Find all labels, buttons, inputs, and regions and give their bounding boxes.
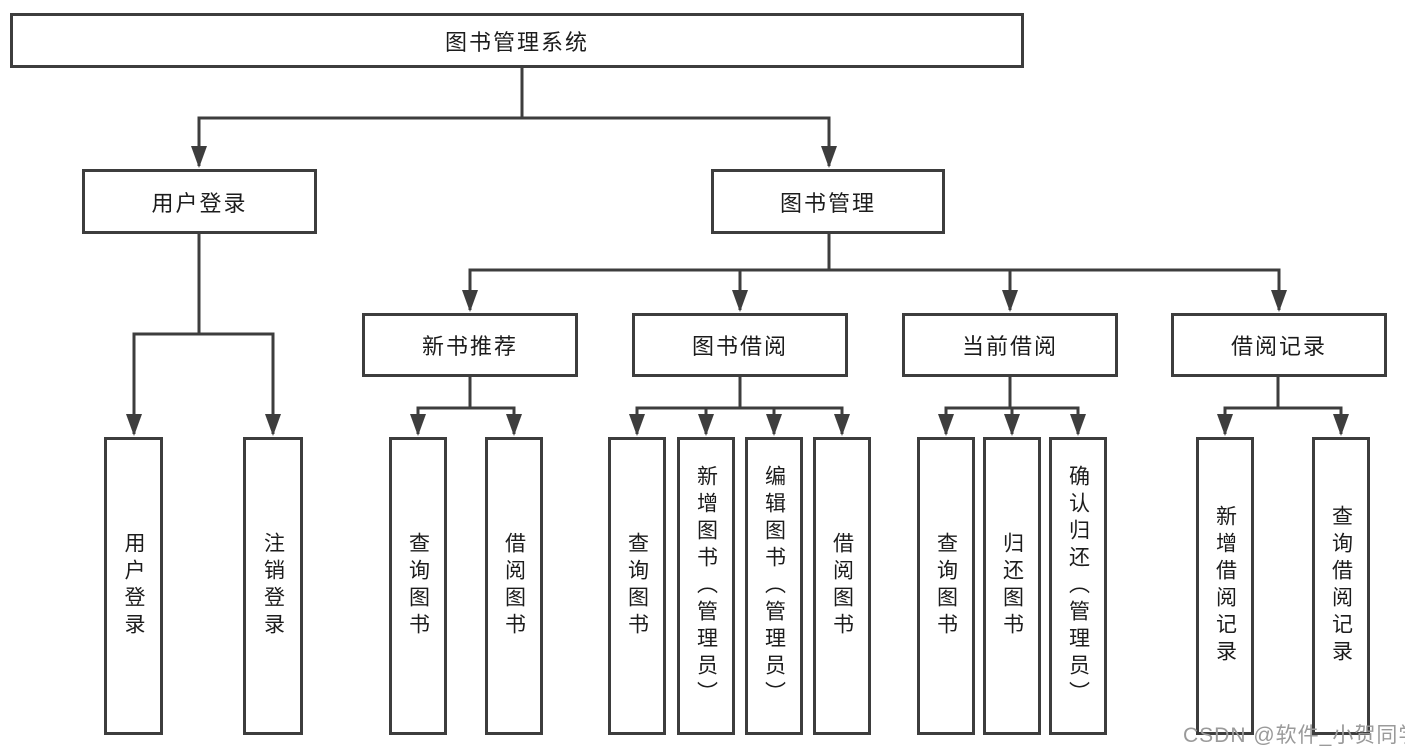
leaf-query-borrow-record: 查询借阅记录: [1312, 437, 1370, 735]
leaf-borrow-books-2: 借阅图书: [813, 437, 871, 735]
leaf-query-books-2: 查询图书: [608, 437, 666, 735]
tree-branch-lines: [132, 66, 1343, 410]
node-label: 注销登录: [261, 532, 285, 640]
node-user-login: 用户登录: [82, 169, 317, 234]
leaf-add-books-admin: 新增图书（管理员）: [677, 437, 735, 735]
leaf-confirm-return-admin: 确认归还（管理员）: [1049, 437, 1107, 735]
node-label: 图书管理: [779, 190, 876, 216]
leaf-query-books-1: 查询图书: [389, 437, 447, 735]
csdn-watermark: CSDN @软件_小贺同学: [1183, 724, 1405, 747]
node-label: 归还图书: [1000, 532, 1024, 640]
leaf-query-books-3: 查询图书: [917, 437, 975, 735]
node-label: 新书推荐: [421, 334, 518, 359]
node-label: 借阅图书: [502, 532, 526, 640]
leaf-edit-books-admin: 编辑图书（管理员）: [745, 437, 803, 735]
node-label: 查询借阅记录: [1329, 505, 1353, 667]
node-book-borrowing: 图书借阅: [632, 313, 848, 377]
node-label: 借阅记录: [1230, 334, 1327, 359]
node-label: 图书借阅: [691, 334, 788, 359]
node-current-borrowing: 当前借阅: [902, 313, 1118, 377]
leaf-user-login: 用户登录: [104, 437, 163, 735]
node-label: 借阅图书: [830, 532, 854, 640]
node-label: 当前借阅: [961, 334, 1058, 359]
node-label: 查询图书: [934, 532, 958, 640]
node-label: 用户登录: [122, 532, 145, 640]
leaf-add-borrow-record: 新增借阅记录: [1196, 437, 1254, 735]
leaf-logout: 注销登录: [243, 437, 303, 735]
node-label: 用户登录: [151, 190, 248, 216]
node-root: 图书管理系统: [10, 13, 1024, 68]
node-label: 确认归还（管理员）: [1066, 464, 1090, 708]
node-label: 查询图书: [625, 532, 649, 640]
node-label: 图书管理系统: [444, 29, 589, 55]
tree-arrows: [126, 118, 1349, 436]
node-label: 新增图书（管理员）: [694, 464, 718, 708]
leaf-return-books: 归还图书: [983, 437, 1041, 735]
node-label: 新增借阅记录: [1213, 505, 1237, 667]
node-book-management: 图书管理: [711, 169, 945, 234]
node-borrow-records: 借阅记录: [1171, 313, 1387, 377]
node-label: 查询图书: [406, 532, 430, 640]
node-label: 编辑图书（管理员）: [762, 464, 786, 708]
leaf-borrow-books-1: 借阅图书: [485, 437, 543, 735]
node-new-book-recommend: 新书推荐: [362, 313, 578, 377]
